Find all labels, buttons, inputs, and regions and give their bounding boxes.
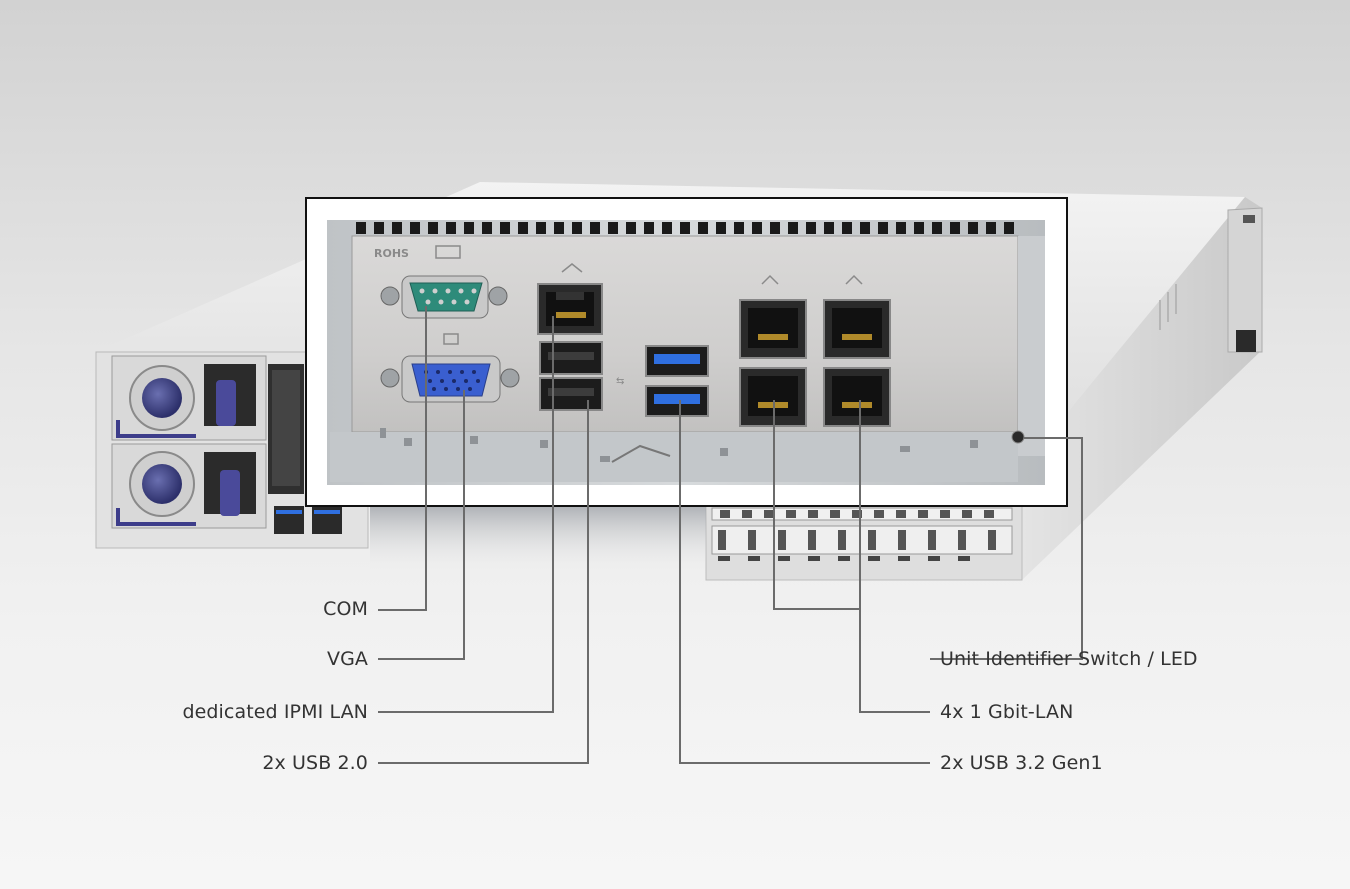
- callout-ipmi: [378, 316, 554, 713]
- usb-2-ports: ⇆: [539, 341, 624, 411]
- callout-lan-a: [773, 400, 860, 610]
- power-supply-units: [111, 355, 342, 534]
- callout-uid: [930, 437, 1083, 660]
- uid-led: [1011, 430, 1025, 444]
- callout-usb3: [679, 400, 930, 764]
- psu-handle-1: [216, 380, 236, 426]
- callout-usb2: [378, 400, 589, 764]
- callout-vga: [378, 390, 465, 660]
- rohs-mark: ROHS: [374, 247, 409, 260]
- psu-fan-2: [129, 451, 195, 517]
- psu-handle-2: [220, 470, 240, 516]
- label-usb-3: 2x USB 3.2 Gen1: [940, 752, 1103, 774]
- label-vga: VGA: [326, 648, 368, 670]
- callout-lan-b: [859, 400, 930, 713]
- label-com: COM: [323, 598, 368, 620]
- label-uid-switch: Unit Identifier Switch / LED: [940, 648, 1198, 670]
- label-gbit-lan: 4x 1 Gbit-LAN: [940, 701, 1074, 723]
- usb-3-ports: [645, 345, 709, 417]
- com-port: [380, 275, 508, 319]
- pcie-slot-grid: [711, 507, 1013, 561]
- callout-com: [378, 306, 427, 611]
- io-panel-inset: ROHS: [305, 197, 1068, 507]
- vent-holes: [356, 222, 1014, 234]
- callout-lines: [378, 306, 1083, 764]
- psu-fan-1: [129, 365, 195, 431]
- label-usb-2: 2x USB 2.0: [262, 752, 368, 774]
- ipmi-lan-port: [537, 263, 603, 335]
- svg-text:⇆: ⇆: [616, 376, 624, 387]
- label-ipmi-lan: dedicated IPMI LAN: [182, 701, 368, 723]
